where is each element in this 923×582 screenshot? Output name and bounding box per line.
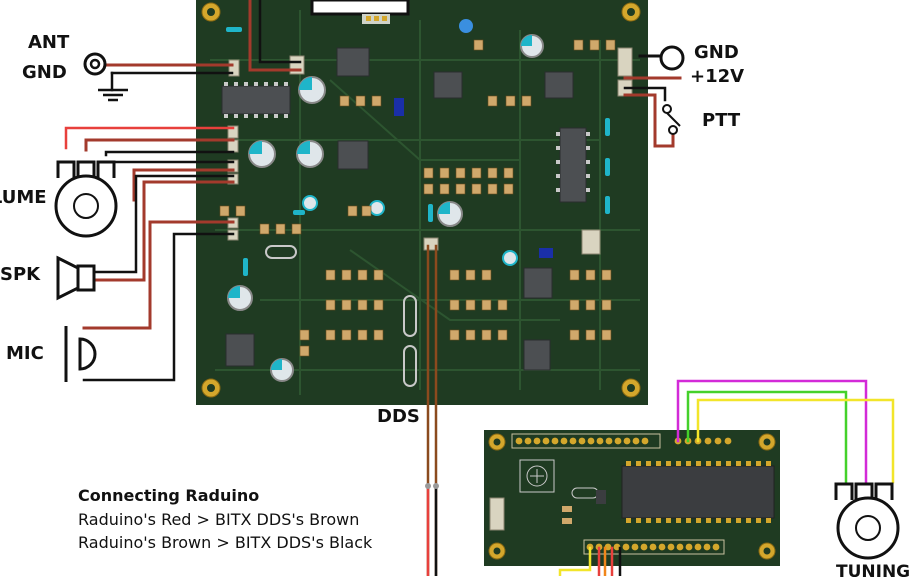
wires [64,0,895,576]
microphone-icon [64,326,97,382]
ant-label: ANT [28,32,70,53]
gnd-right-label: GND [694,42,739,63]
mic-label: MIC [6,343,44,364]
tuning-label: TUNING [836,562,911,582]
volume-potentiometer-icon [54,160,118,238]
antenna-jack-icon [83,52,107,76]
raduino-note-line-2: Raduino's Brown > BITX DDS's Black [78,533,373,552]
raduino-note-line-1: Raduino's Red > BITX DDS's Brown [78,510,360,529]
spk-label: SPK [0,264,41,285]
speaker-icon [56,255,96,301]
volume-label: VOLUME [0,187,47,208]
tuning-potentiometer-icon [834,482,900,560]
raduino-board [484,430,780,566]
dds-label: DDS [377,406,420,427]
ptt-label: PTT [702,110,741,131]
ptt-switch-icon [662,104,681,135]
ground-symbol-icon [98,88,128,102]
plus12v-label: +12V [690,66,745,87]
power-jack-icon [659,45,685,71]
gnd-left-label: GND [22,62,67,83]
raduino-note-title: Connecting Raduino [78,486,260,505]
